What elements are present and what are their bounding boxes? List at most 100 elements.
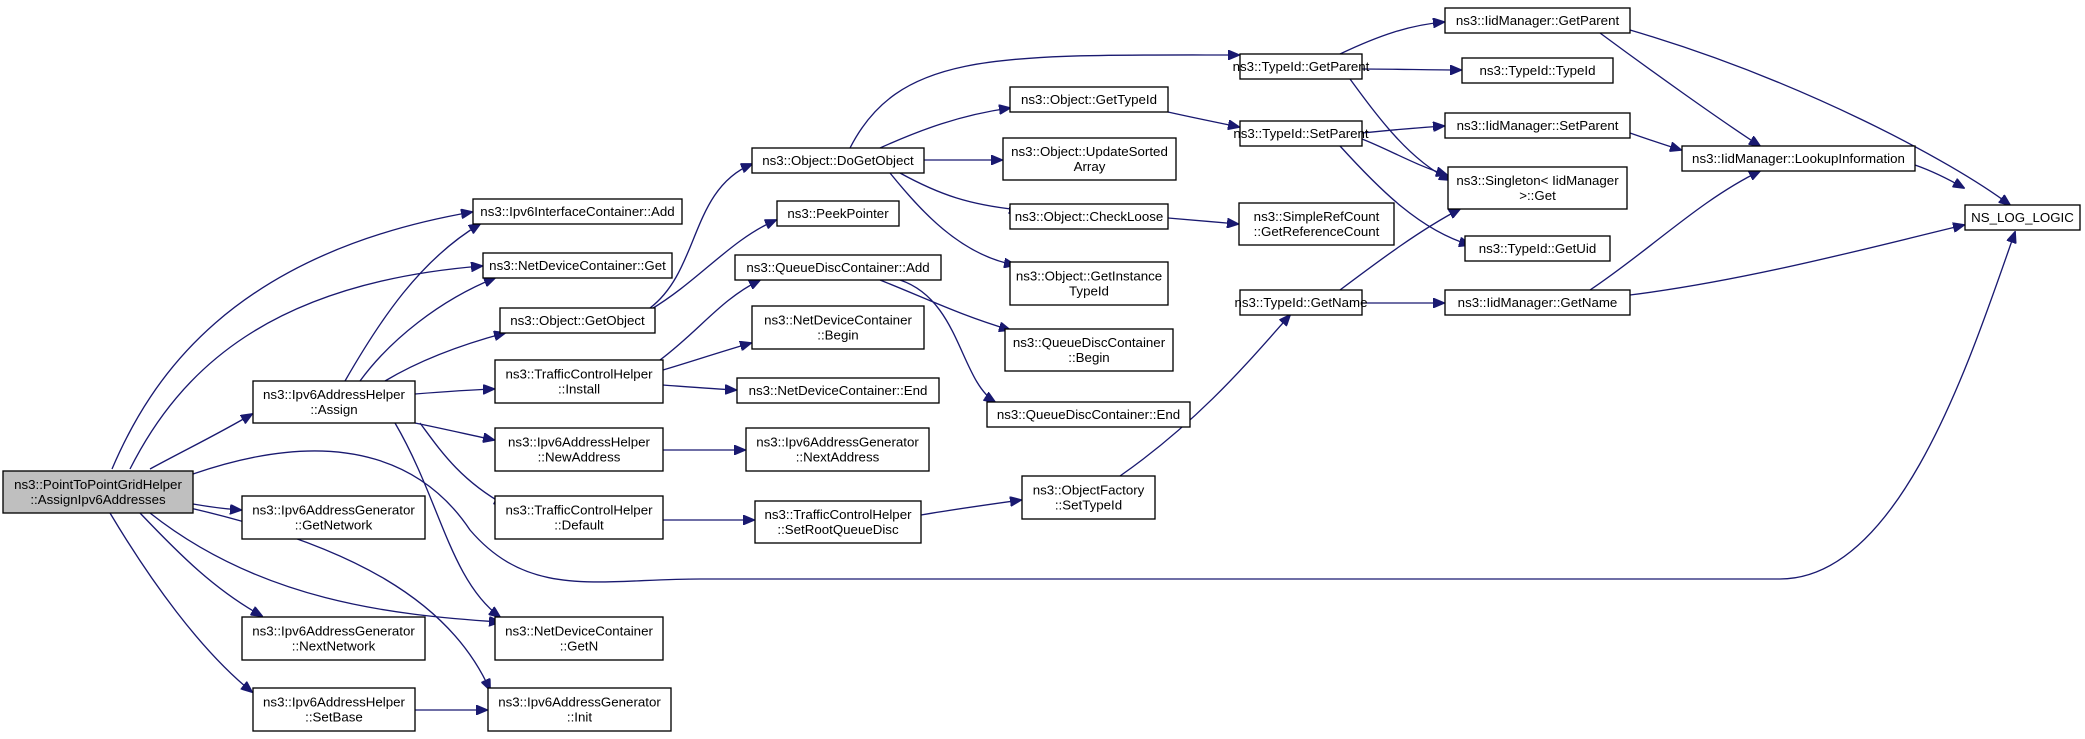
node-label: ns3::Object::GetInstance bbox=[1016, 269, 1162, 284]
edge-obj_checkloose-to-simplerefcount_getrefcount bbox=[1167, 217, 1238, 224]
edge-root-to-ipv6ag_getnetwork bbox=[192, 503, 241, 510]
edge-line bbox=[1339, 22, 1444, 55]
edge-ipv6ah_assign-to-ndc_getn bbox=[394, 422, 500, 617]
node-box bbox=[1444, 289, 1631, 316]
node-label: ::NextNetwork bbox=[292, 639, 376, 654]
node-qdc-begin[interactable]: ns3::QueueDiscContainer::Begin bbox=[1004, 328, 1174, 372]
edge-root-to-ndc_get bbox=[129, 266, 482, 470]
node-box bbox=[494, 359, 664, 404]
node-box bbox=[1239, 120, 1363, 147]
edge-line bbox=[1167, 111, 1239, 127]
edge-typeid_getparent-to-typeid_typeid bbox=[1361, 69, 1461, 70]
node-box bbox=[1964, 204, 2081, 231]
node-label: ns3::NetDeviceContainer::Get bbox=[489, 258, 666, 273]
node-ipv6ah-setbase[interactable]: ns3::Ipv6AddressHelper::SetBase bbox=[252, 687, 416, 732]
node-label: ns3::TypeId::GetParent bbox=[1233, 59, 1370, 74]
node-label: ::GetN bbox=[560, 639, 598, 654]
edge-line bbox=[1914, 164, 1964, 188]
edge-line bbox=[849, 55, 1239, 149]
edge-ipv6ah_assign-to-ndc_get bbox=[359, 278, 495, 382]
node-box bbox=[1021, 475, 1156, 520]
edge-line bbox=[414, 422, 494, 440]
edge-line bbox=[139, 512, 262, 616]
node-label: ns3::ObjectFactory bbox=[1033, 483, 1145, 498]
edge-line bbox=[879, 279, 1010, 330]
node-tch-install[interactable]: ns3::TrafficControlHelper::Install bbox=[494, 359, 664, 404]
edges-layer bbox=[109, 22, 2015, 710]
edge-ipv6ah_assign-to-tch_default bbox=[419, 422, 505, 505]
node-label: ns3::SimpleRefCount bbox=[1254, 209, 1380, 224]
node-ipv6ag-nextnetwork[interactable]: ns3::Ipv6AddressGenerator::NextNetwork bbox=[241, 616, 426, 661]
node-box bbox=[482, 252, 673, 279]
node-iidmanager-getname[interactable]: ns3::IidManager::GetName bbox=[1444, 289, 1631, 316]
node-obj-dogetobject[interactable]: ns3::Object::DoGetObject bbox=[751, 147, 925, 174]
edge-ipv6ah_assign-to-ipv6ah_newaddress bbox=[414, 422, 494, 440]
edge-line bbox=[384, 333, 505, 382]
node-ipv6ah-newaddress[interactable]: ns3::Ipv6AddressHelper::NewAddress bbox=[494, 427, 664, 472]
node-tch-setrootqueuedisc[interactable]: ns3::TrafficControlHelper::SetRootQueueD… bbox=[754, 500, 922, 544]
edge-line bbox=[1629, 132, 1681, 150]
node-objfactory-settypeid[interactable]: ns3::ObjectFactory::SetTypeId bbox=[1021, 475, 1156, 520]
node-iidmanager-setparent[interactable]: ns3::IidManager::SetParent bbox=[1444, 112, 1631, 139]
node-ns-log-logic[interactable]: NS_LOG_LOGIC bbox=[1964, 204, 2081, 231]
node-label: ::Install bbox=[558, 382, 600, 397]
node-ipv6ah-assign[interactable]: ns3::Ipv6AddressHelper::Assign bbox=[252, 380, 416, 424]
node-ndc-begin[interactable]: ns3::NetDeviceContainer::Begin bbox=[751, 305, 925, 350]
node-typeid-setparent[interactable]: ns3::TypeId::SetParent bbox=[1233, 120, 1369, 147]
node-typeid-getname[interactable]: ns3::TypeId::GetName bbox=[1234, 289, 1368, 316]
node-ipv6ag-nextaddress[interactable]: ns3::Ipv6AddressGenerator::NextAddress bbox=[745, 427, 930, 472]
node-label: ns3::IidManager::SetParent bbox=[1457, 118, 1619, 133]
node-label: ns3::PointToPointGridHelper bbox=[14, 477, 182, 492]
edge-obj_dogetobject-to-typeid_getparent bbox=[849, 55, 1239, 149]
node-ipv6ag-init[interactable]: ns3::Ipv6AddressGenerator::Init bbox=[487, 687, 672, 732]
edge-line bbox=[1589, 171, 1760, 291]
node-ndc-get[interactable]: ns3::NetDeviceContainer::Get bbox=[482, 252, 673, 279]
node-root[interactable]: ns3::PointToPointGridHelper::AssignIpv6A… bbox=[2, 470, 194, 514]
node-obj-gettypeid[interactable]: ns3::Object::GetTypeId bbox=[1009, 86, 1169, 113]
node-ipv6ic-add[interactable]: ns3::Ipv6InterfaceContainer::Add bbox=[472, 198, 683, 225]
node-label: ns3::NetDeviceContainer bbox=[764, 313, 912, 328]
node-obj-checkloose[interactable]: ns3::Object::CheckLoose bbox=[1009, 203, 1169, 230]
edge-tch_install-to-qdc_add bbox=[659, 280, 760, 361]
node-obj-getobject[interactable]: ns3::Object::GetObject bbox=[499, 307, 656, 334]
node-label: ::SetTypeId bbox=[1055, 498, 1122, 513]
edge-line bbox=[1361, 126, 1444, 134]
node-ndc-end[interactable]: ns3::NetDeviceContainer::End bbox=[736, 377, 940, 404]
edge-obj_getobject-to-peekpointer bbox=[649, 220, 776, 311]
node-singleton-get[interactable]: ns3::Singleton< IidManager >::Get bbox=[1447, 166, 1628, 210]
node-iidmanager-getparent[interactable]: ns3::IidManager::GetParent bbox=[1444, 7, 1631, 34]
edge-iidmanager_lookupinformation-to-ns_log_logic bbox=[1914, 164, 1964, 188]
node-iidmanager-lookupinformation[interactable]: ns3::IidManager::LookupInformation bbox=[1681, 145, 1916, 172]
node-typeid-getuid[interactable]: ns3::TypeId::GetUid bbox=[1464, 235, 1611, 262]
node-label: ns3::IidManager::GetName bbox=[1458, 295, 1618, 310]
node-box bbox=[1004, 328, 1174, 372]
edge-line bbox=[192, 232, 2015, 583]
node-label: ns3::Ipv6AddressHelper bbox=[508, 435, 650, 450]
node-ipv6ag-getnetwork[interactable]: ns3::Ipv6AddressGenerator::GetNetwork bbox=[241, 495, 426, 540]
node-label: ns3::TypeId::GetUid bbox=[1479, 241, 1597, 256]
node-peekpointer[interactable]: ns3::PeekPointer bbox=[776, 200, 900, 227]
node-simplerefcount-getrefcount[interactable]: ns3::SimpleRefCount::GetReferenceCount bbox=[1238, 202, 1395, 246]
node-box bbox=[487, 687, 672, 732]
edge-line bbox=[1339, 209, 1460, 291]
edge-obj_getobject-to-obj_dogetobject bbox=[649, 164, 752, 309]
node-typeid-typeid[interactable]: ns3::TypeId::TypeId bbox=[1461, 57, 1614, 84]
edge-line bbox=[129, 266, 482, 470]
node-qdc-add[interactable]: ns3::QueueDiscContainer::Add bbox=[734, 254, 942, 281]
node-qdc-end[interactable]: ns3::QueueDiscContainer::End bbox=[986, 401, 1191, 428]
node-box bbox=[1461, 57, 1614, 84]
node-label: Array bbox=[1074, 159, 1106, 174]
node-tch-default[interactable]: ns3::TrafficControlHelper::Default bbox=[494, 495, 664, 540]
edge-iidmanager_getname-to-iidmanager_lookupinformation bbox=[1589, 171, 1760, 291]
node-box bbox=[1681, 145, 1916, 172]
node-typeid-getparent[interactable]: ns3::TypeId::GetParent bbox=[1233, 53, 1370, 80]
edge-line bbox=[414, 389, 494, 395]
edge-line bbox=[649, 220, 776, 311]
node-label: ns3::Object::DoGetObject bbox=[762, 153, 914, 168]
node-label: ::GetReferenceCount bbox=[1254, 224, 1380, 239]
edge-line bbox=[1629, 225, 1964, 296]
node-ndc-getn[interactable]: ns3::NetDeviceContainer::GetN bbox=[494, 616, 664, 661]
